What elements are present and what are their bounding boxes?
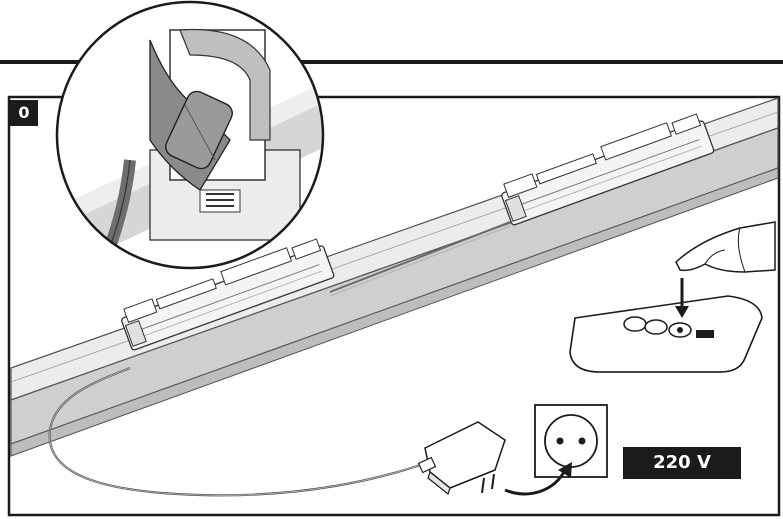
motor-unit-icon bbox=[121, 238, 335, 351]
power-adapter-icon bbox=[417, 421, 506, 496]
arrow-icon bbox=[675, 278, 689, 318]
voltage-label: 220 V bbox=[623, 447, 741, 479]
hand-icon bbox=[675, 221, 776, 273]
step-number-badge: 0 bbox=[10, 100, 38, 126]
motor-unit-icon bbox=[501, 113, 715, 226]
motor-link-cable bbox=[329, 221, 511, 293]
remote-control-icon bbox=[569, 295, 763, 373]
arrow-icon bbox=[504, 462, 572, 496]
ferrite-core-detail-icon bbox=[55, 0, 325, 270]
